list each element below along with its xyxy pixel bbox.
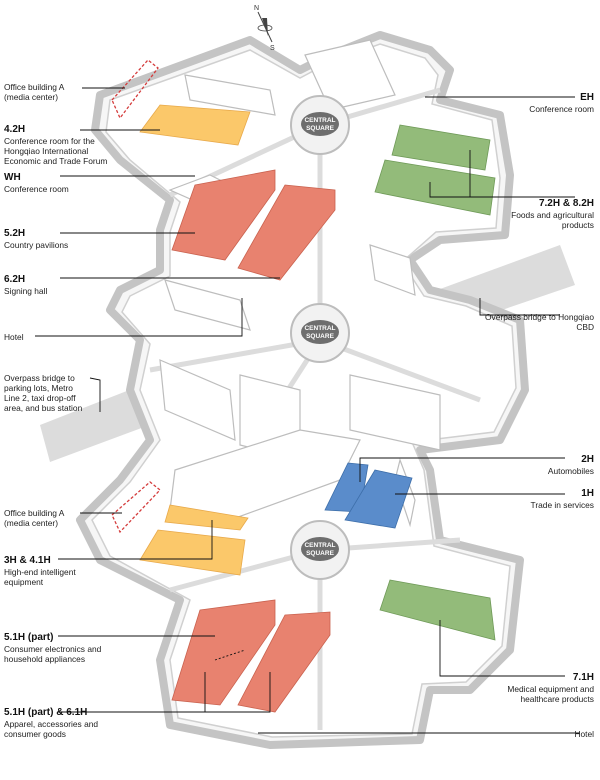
- label-eh: EH Conference room: [529, 92, 594, 114]
- central-square-labels: CENTRAL SQUARE CENTRAL SQUARE CENTRAL SQ…: [254, 5, 336, 557]
- label-overpass-left: Overpass bridge to parking lots, Metro L…: [4, 373, 83, 413]
- label-office-a-top: Office building A (media center): [4, 82, 64, 102]
- label-wh: WH Conference room: [4, 172, 69, 194]
- label-overpass-right: Overpass bridge to Hongqiao CBD: [485, 312, 594, 332]
- label-hotel-top: Hotel: [4, 332, 24, 342]
- label-6-2h: 6.2H Signing hall: [4, 274, 48, 296]
- label-5-1h: 5.1H (part) Consumer electronics and hou…: [4, 632, 102, 664]
- central-square-top-line2: SQUARE: [306, 125, 334, 132]
- leader-lines: [35, 87, 580, 734]
- central-square-middle-line2: SQUARE: [306, 333, 334, 340]
- central-square-top-line1: CENTRAL: [304, 117, 335, 124]
- central-square-bottom: [290, 520, 350, 580]
- label-7-2h-8-2h: 7.2H & 8.2H Foods and agricultural produ…: [511, 198, 594, 230]
- label-hotel-bottom: Hotel: [574, 729, 594, 739]
- label-4-2h: 4.2H Conference room for the Hongqiao In…: [4, 124, 108, 166]
- hall-green: [374, 124, 496, 641]
- label-1h: 1H Trade in services: [530, 488, 594, 510]
- compass-north: N: [254, 5, 259, 12]
- central-square-middle: [290, 303, 350, 363]
- central-square-bottom-line2: SQUARE: [306, 550, 334, 557]
- hall-red: [171, 169, 336, 713]
- label-3h-4-1h: 3H & 4.1H High-end intelligent equipment: [4, 555, 76, 587]
- label-5-1h-6-1h: 5.1H (part) & 6.1H Apparel, accessories …: [4, 707, 99, 739]
- central-square-bottom-line1: CENTRAL: [304, 542, 335, 549]
- office-building-outline: [111, 59, 161, 534]
- central-square-top: [290, 95, 350, 155]
- compass-south: S: [270, 45, 275, 52]
- label-office-a-bottom: Office building A (media center): [4, 508, 64, 528]
- label-5-2h: 5.2H Country pavilions: [4, 228, 69, 250]
- compass-icon: [257, 11, 273, 43]
- hall-yellow: [139, 104, 251, 576]
- hall-blue: [324, 462, 413, 529]
- label-7-1h: 7.1H Medical equipment and healthcare pr…: [507, 672, 594, 704]
- label-2h: 2H Automobiles: [547, 454, 594, 476]
- central-square-middle-line1: CENTRAL: [304, 325, 335, 332]
